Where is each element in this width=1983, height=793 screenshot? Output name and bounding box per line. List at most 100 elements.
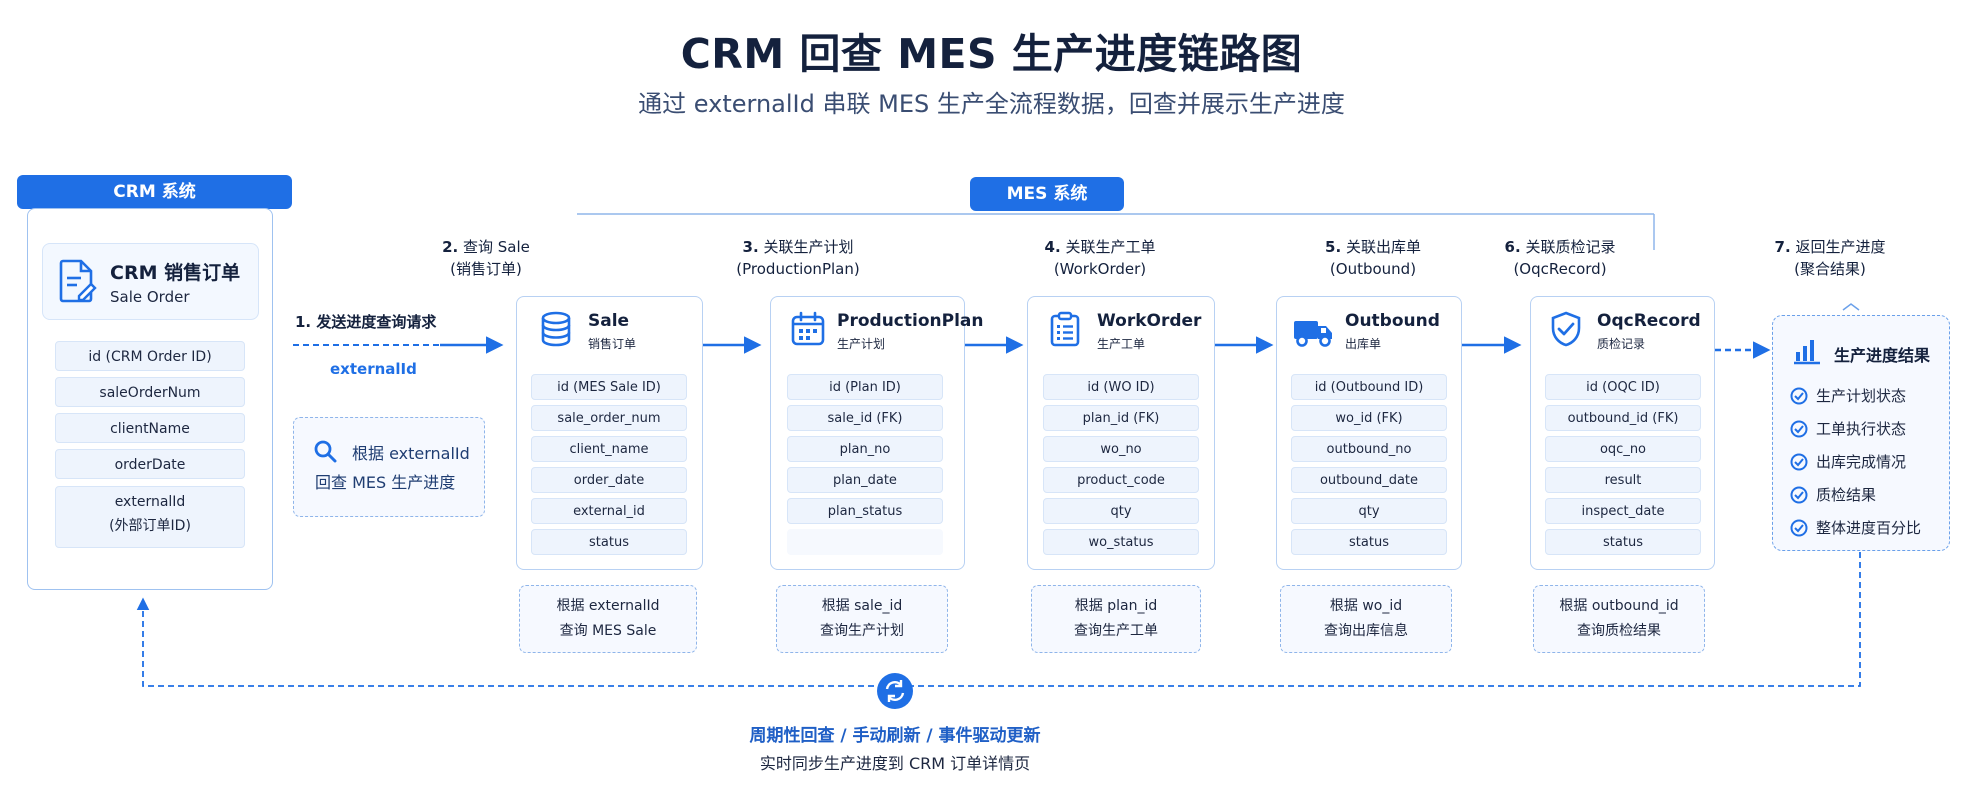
mes-system-tag: MES 系统 <box>970 177 1124 211</box>
check-circle-icon <box>1790 387 1808 405</box>
outbound-card-subtitle: 出库单 <box>1345 337 1382 351</box>
search-note-line2: 回查 MES 生产进度 <box>315 473 456 492</box>
result-item: 整体进度百分比 <box>1790 517 1921 538</box>
outbound-note-line2: 查询出库信息 <box>1324 623 1408 639</box>
oqc-record-card-title: OqcRecord <box>1597 311 1701 331</box>
work-order-card-title: WorkOrder <box>1097 311 1202 331</box>
oqc-record-card-subtitle: 质检记录 <box>1597 337 1646 351</box>
search-note <box>293 417 485 517</box>
sale-field: client_name <box>531 436 687 462</box>
work-order-field: id (WO ID) <box>1043 374 1199 400</box>
progress-result-title: 生产进度结果 <box>1834 346 1931 365</box>
oqc-record-note-line1: 根据 outbound_id <box>1559 598 1679 614</box>
outbound-field: status <box>1291 529 1447 555</box>
sale-card-subtitle: 销售订单 <box>588 337 637 351</box>
production-plan-card-subtitle: 生产计划 <box>837 337 886 351</box>
work-order-field: plan_id (FK) <box>1043 405 1199 431</box>
crm-field: id (CRM Order ID) <box>55 341 245 371</box>
production-plan-card-title: ProductionPlan <box>837 311 984 331</box>
production-plan-field: plan_date <box>787 467 943 493</box>
refresh-icon <box>877 673 913 709</box>
crm-order-header <box>42 243 259 320</box>
production-plan-empty-row <box>787 529 943 555</box>
work-order-note-line2: 查询生产工单 <box>1074 623 1158 639</box>
clipboard-list-icon <box>1050 311 1080 347</box>
crm-external-field-label: externalId <box>114 494 186 510</box>
search-icon <box>314 440 337 463</box>
feedback-modes: 周期性回查 / 手动刷新 / 事件驱动更新 <box>749 726 1041 746</box>
crm-order-title: CRM 销售订单 <box>110 262 241 284</box>
sale-field: status <box>531 529 687 555</box>
check-circle-icon <box>1790 420 1808 438</box>
crm-field: orderDate <box>55 449 245 479</box>
outbound-card-title: Outbound <box>1345 311 1440 331</box>
truck-icon <box>1294 321 1332 347</box>
production-plan-field: plan_no <box>787 436 943 462</box>
request-param: externalId <box>330 360 417 378</box>
work-order-field: product_code <box>1043 467 1199 493</box>
check-circle-icon <box>1790 519 1808 537</box>
check-circle-icon <box>1790 453 1808 471</box>
work-order-card <box>1027 296 1215 570</box>
sale-note-line2: 查询 MES Sale <box>559 623 657 639</box>
oqc-record-field: inspect_date <box>1545 498 1701 524</box>
crm-system-tag: CRM 系统 <box>17 175 292 209</box>
oqc-record-field: oqc_no <box>1545 436 1701 462</box>
work-order-note: 根据 plan_id 查询生产工单 <box>1031 585 1201 653</box>
sale-field: external_id <box>531 498 687 524</box>
oqc-record-field: id (OQC ID) <box>1545 374 1701 400</box>
work-order-note-line1: 根据 plan_id <box>1074 598 1158 614</box>
production-plan-field: sale_id (FK) <box>787 405 943 431</box>
sale-field: sale_order_num <box>531 405 687 431</box>
search-note-line1: 根据 externalId <box>352 444 470 463</box>
outbound-field: qty <box>1291 498 1447 524</box>
sale-card <box>516 296 703 570</box>
crm-field: saleOrderNum <box>55 377 245 407</box>
step-label: 7. 返回生产进度 (聚合结果) <box>1774 238 1886 278</box>
sale-note-line1: 根据 externalId <box>556 598 660 614</box>
result-item: 生产计划状态 <box>1790 385 1906 406</box>
work-order-field: qty <box>1043 498 1199 524</box>
production-plan-note-line1: 根据 sale_id <box>821 598 903 614</box>
step-label: 2. 查询 Sale (销售订单) <box>442 238 530 278</box>
step-label: 6. 关联质检记录 (OqcRecord) <box>1504 238 1616 278</box>
outbound-note-line1: 根据 wo_id <box>1329 598 1403 614</box>
outbound-field: id (Outbound ID) <box>1291 374 1447 400</box>
outbound-field: outbound_date <box>1291 467 1447 493</box>
work-order-field: wo_status <box>1043 529 1199 555</box>
outbound-field: outbound_no <box>1291 436 1447 462</box>
oqc-record-note: 根据 outbound_id 查询质检结果 <box>1533 585 1705 653</box>
oqc-record-note-line2: 查询质检结果 <box>1577 623 1661 639</box>
request-label: 1. 发送进度查询请求 <box>295 313 437 331</box>
calendar-icon <box>791 311 825 346</box>
work-order-card-subtitle: 生产工单 <box>1097 337 1146 351</box>
outbound-field: wo_id (FK) <box>1291 405 1447 431</box>
crm-external-field-note: (外部订单ID) <box>109 518 191 534</box>
sale-field: id (MES Sale ID) <box>531 374 687 400</box>
production-plan-note: 根据 sale_id 查询生产计划 <box>776 585 948 653</box>
work-order-field: wo_no <box>1043 436 1199 462</box>
production-plan-note-line2: 查询生产计划 <box>820 623 904 639</box>
document-edit-icon <box>59 259 97 303</box>
progress-result-panel <box>1772 315 1950 551</box>
page-subtitle: 通过 externalId 串联 MES 生产全流程数据，回查并展示生产进度 <box>638 90 1345 118</box>
check-circle-icon <box>1790 486 1808 504</box>
result-item: 出库完成情况 <box>1790 451 1906 472</box>
sale-field: order_date <box>531 467 687 493</box>
oqc-record-field: outbound_id (FK) <box>1545 405 1701 431</box>
step-label: 5. 关联出库单 (Outbound) <box>1325 238 1421 278</box>
database-icon <box>541 311 571 347</box>
step-label: 4. 关联生产工单 (WorkOrder) <box>1044 238 1156 278</box>
production-plan-field: plan_status <box>787 498 943 524</box>
sale-note: 根据 externalId 查询 MES Sale <box>519 585 697 653</box>
result-item: 质检结果 <box>1790 484 1876 505</box>
crm-field: clientName <box>55 413 245 443</box>
oqc-record-field: result <box>1545 467 1701 493</box>
production-plan-card <box>770 296 965 570</box>
crm-external-field: externalId (外部订单ID) <box>55 486 245 548</box>
shield-check-icon <box>1551 311 1581 347</box>
outbound-note: 根据 wo_id 查询出库信息 <box>1280 585 1452 653</box>
sale-card-title: Sale <box>588 311 630 331</box>
production-plan-field: id (Plan ID) <box>787 374 943 400</box>
step-label: 3. 关联生产计划 (ProductionPlan) <box>736 238 860 278</box>
